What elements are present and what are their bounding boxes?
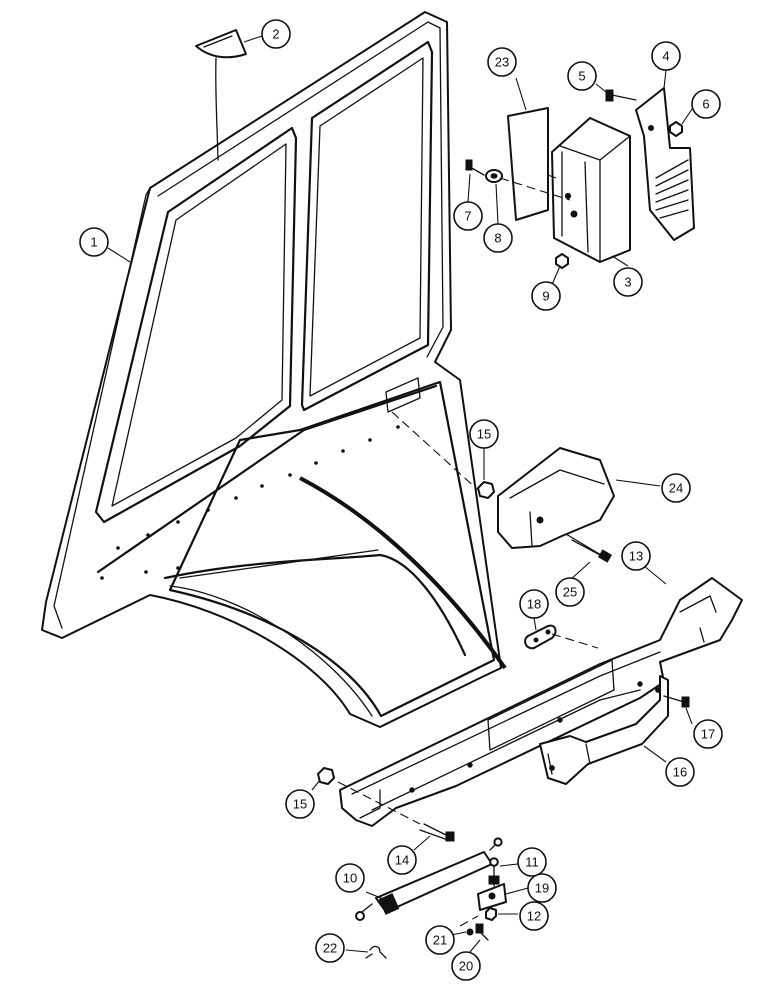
item-17-screw: [663, 695, 690, 708]
callout-label: 19: [535, 881, 549, 896]
item-15-nut-lower: [317, 767, 335, 785]
callout-19: 19: [527, 873, 557, 903]
callout-label: 20: [459, 959, 473, 974]
callout-label: 23: [495, 55, 509, 70]
door-frame: [41, 11, 507, 728]
callout-label: 17: [701, 727, 715, 742]
item-8-grommet: [485, 169, 503, 183]
callout-label: 1: [90, 235, 97, 250]
callout-label: 15: [477, 427, 491, 442]
item-22-clip: [365, 945, 387, 959]
item-16-bracket: [539, 675, 669, 785]
callout-12: 12: [519, 901, 549, 931]
item-15-nut-upper: [477, 481, 495, 499]
item-9-nut: [555, 253, 569, 269]
callout-label: 22: [323, 941, 337, 956]
item-18-link: [524, 624, 557, 650]
callout-label: 12: [527, 909, 541, 924]
callout-13: 13: [621, 541, 651, 571]
item-19-bracket: [477, 883, 507, 911]
item-14-bolt: [419, 823, 455, 842]
item-23-gasket: [507, 107, 557, 221]
callout-label: 4: [662, 49, 669, 64]
leader-lines: [107, 35, 695, 953]
callout-label: 13: [629, 549, 643, 564]
callout-label: 11: [525, 855, 539, 870]
item-3-lamp-housing: [551, 117, 631, 263]
callout-1: 1: [79, 227, 109, 257]
callout-16: 16: [665, 757, 695, 787]
item-2-deflector: [195, 29, 247, 59]
item-25-bolt: [565, 533, 613, 563]
callout-4: 4: [651, 41, 681, 71]
item-12-nut: [485, 907, 497, 921]
callout-25: 25: [555, 577, 585, 607]
callout-11: 11: [517, 847, 547, 877]
callout-22: 22: [315, 933, 345, 963]
item-5-screw: [605, 89, 637, 102]
callout-10: 10: [335, 863, 365, 893]
callout-2: 2: [261, 19, 291, 49]
callout-5: 5: [567, 61, 597, 91]
callout-3: 3: [613, 267, 643, 297]
callout-label: 5: [578, 69, 585, 84]
callout-label: 24: [669, 481, 683, 496]
callout-label: 14: [395, 853, 409, 868]
callout-6: 6: [691, 89, 721, 119]
callout-label: 15: [293, 797, 307, 812]
callout-21: 21: [425, 925, 455, 955]
callout-label: 18: [527, 597, 541, 612]
callout-20: 20: [451, 951, 481, 981]
callout-label: 9: [542, 289, 549, 304]
item-13-sill-rail: [339, 577, 743, 827]
callout-24: 24: [661, 473, 691, 503]
callout-label: 16: [673, 765, 687, 780]
callout-label: 8: [494, 231, 501, 246]
callout-15-lower: 15: [285, 789, 315, 819]
item-20-bolt: [475, 923, 489, 941]
callout-7: 7: [453, 201, 483, 231]
callout-label: 3: [624, 275, 631, 290]
item-11-ball-stud: [488, 857, 500, 887]
item-7-bolt: [465, 159, 485, 176]
callout-label: 6: [702, 97, 709, 112]
item-10-gas-strut: [355, 837, 503, 921]
callout-label: 10: [343, 871, 357, 886]
callout-label: 25: [563, 585, 577, 600]
callout-label: 2: [272, 27, 279, 42]
callout-8: 8: [483, 223, 513, 253]
callout-label: 21: [433, 933, 447, 948]
item-6-nut: [669, 121, 683, 137]
item-4-lens: [635, 87, 695, 241]
callout-9: 9: [531, 281, 561, 311]
item-24-bracket: [497, 447, 615, 549]
callout-14: 14: [387, 845, 417, 875]
callout-17: 17: [693, 719, 723, 749]
callout-label: 7: [464, 209, 471, 224]
callout-18: 18: [519, 589, 549, 619]
callout-23: 23: [487, 47, 517, 77]
item-21-washer: [466, 928, 474, 936]
callout-15-upper: 15: [469, 419, 499, 449]
